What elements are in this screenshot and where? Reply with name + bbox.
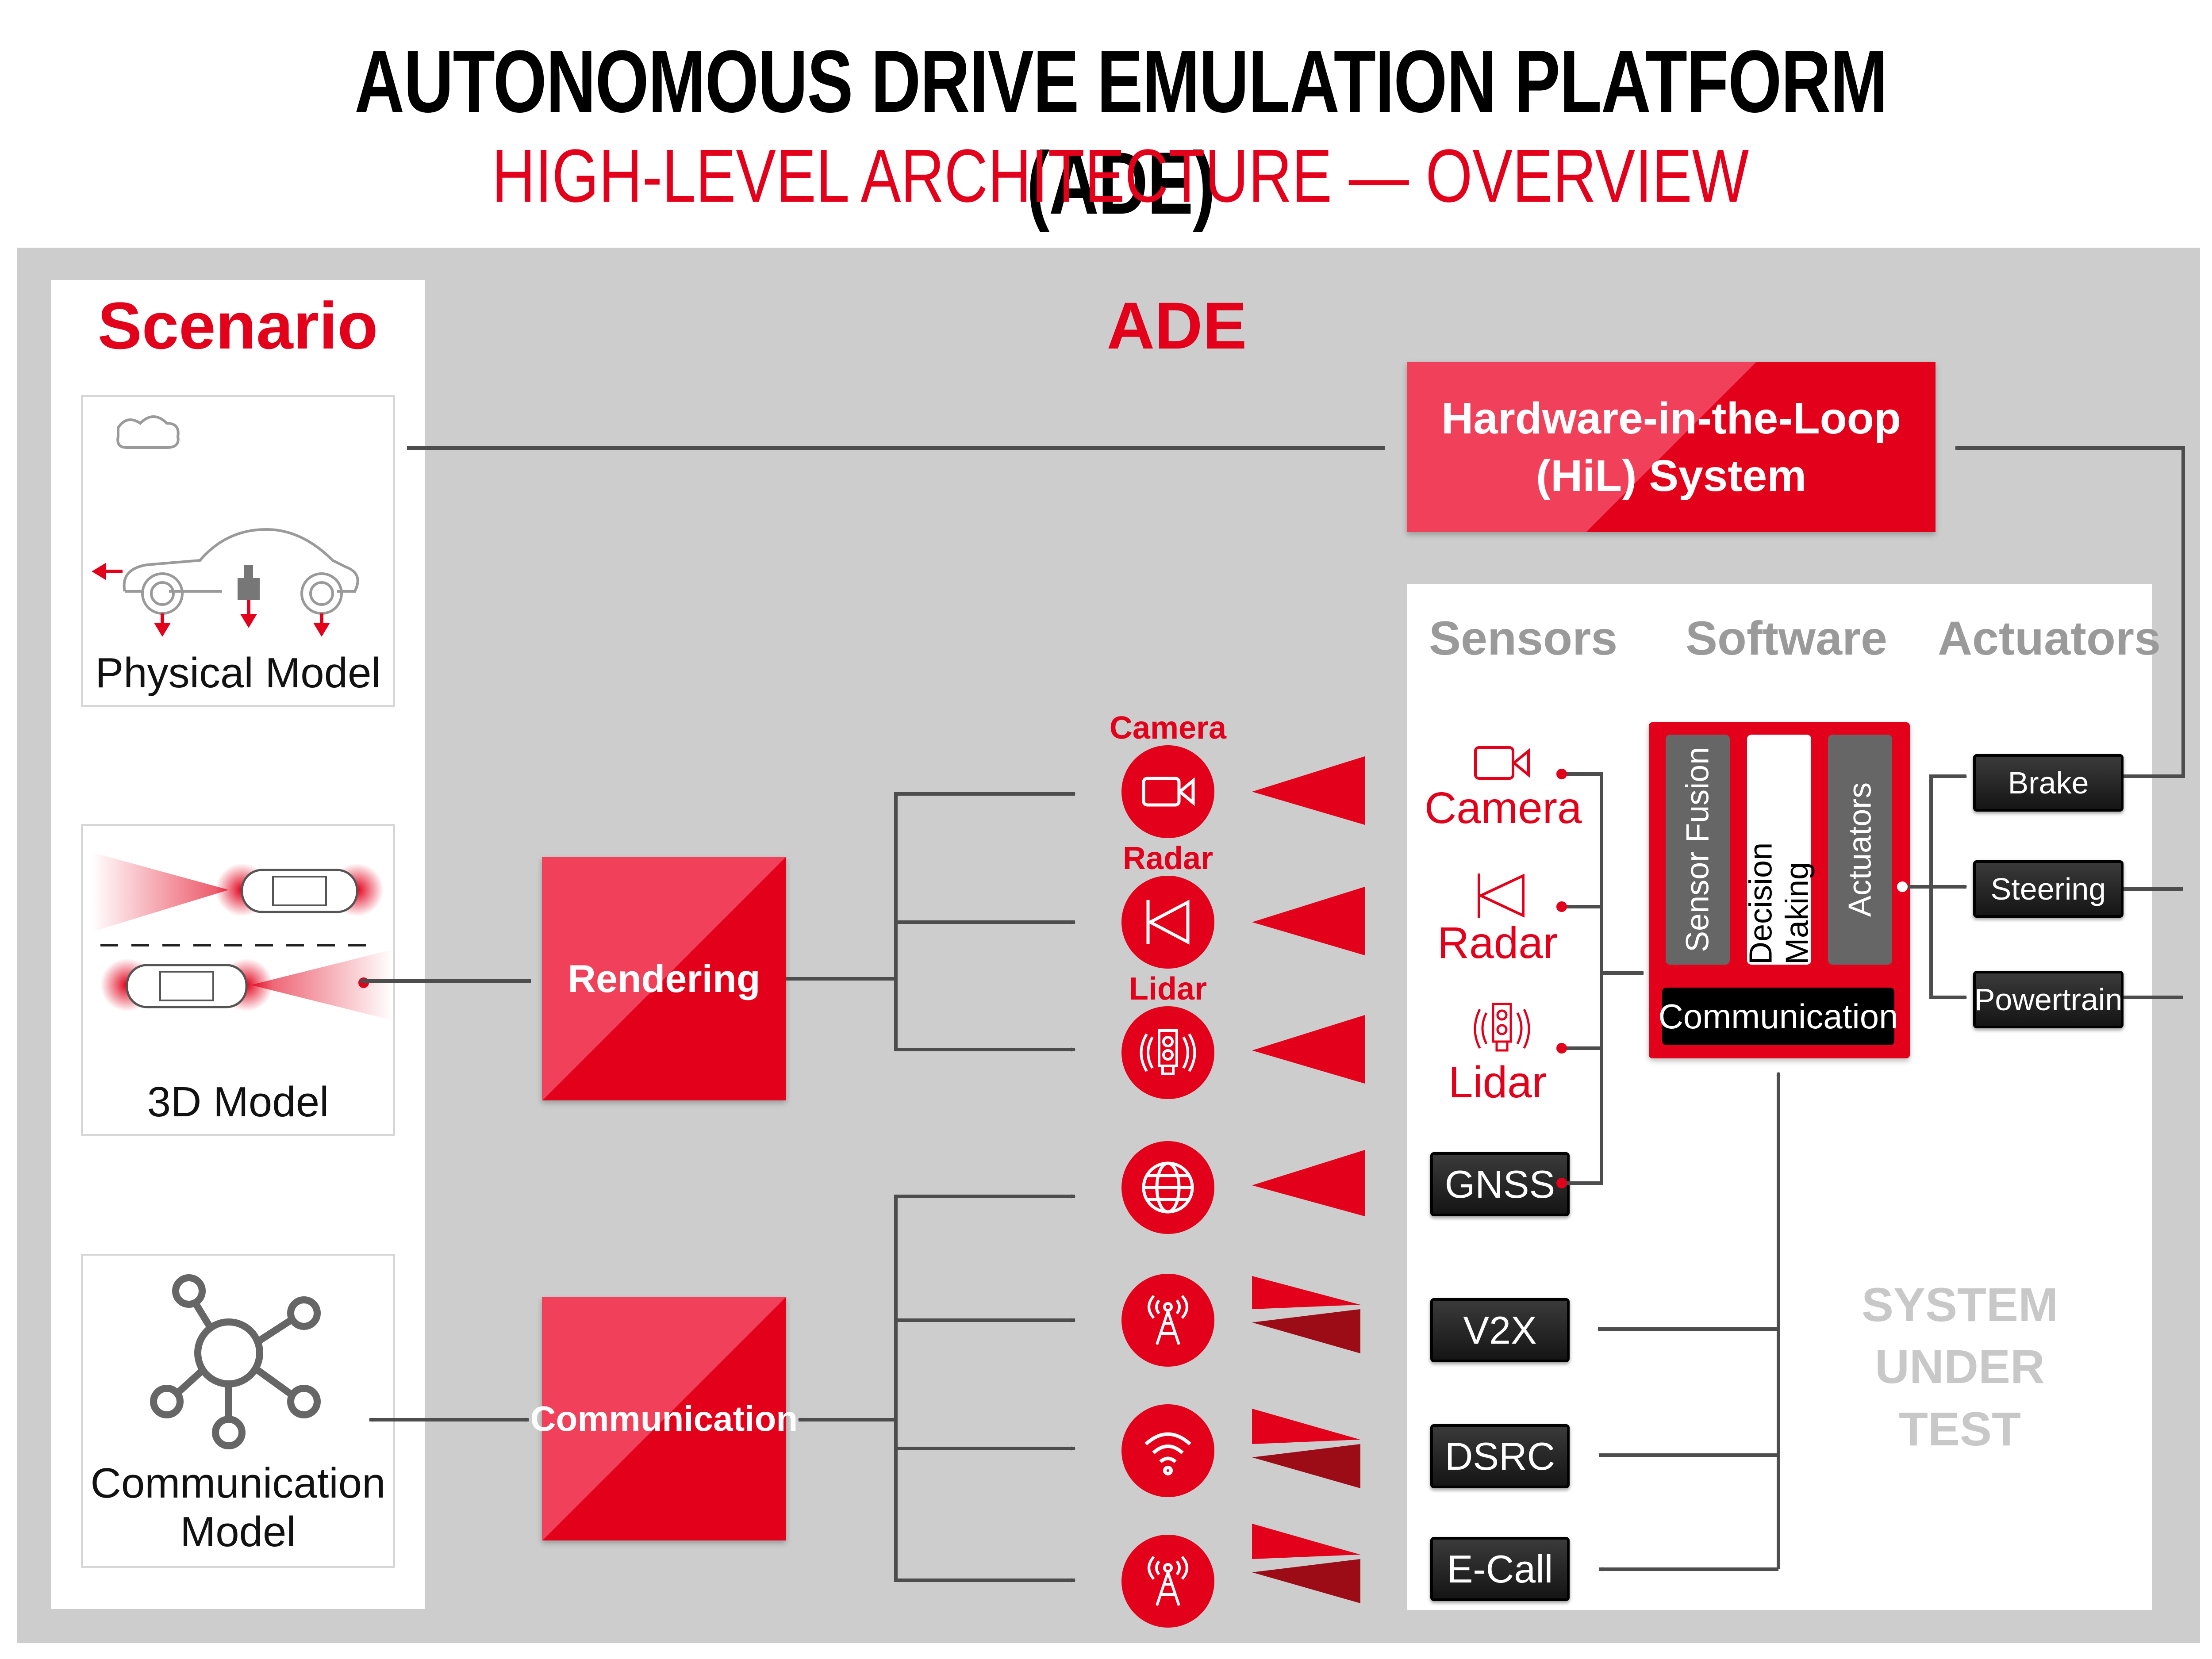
sensors-column-heading: Sensors [1429, 611, 1618, 665]
lidar-icon [1140, 1029, 1196, 1075]
3d-model-card[interactable]: 3D Model [81, 824, 395, 1136]
actuators-block[interactable]: Actuators [1828, 735, 1892, 965]
radar-emulator[interactable] [1121, 876, 1214, 969]
globe-icon [1142, 1161, 1194, 1214]
antenna-icon [1148, 1556, 1188, 1606]
sensor-fusion-block[interactable]: Sensor Fusion [1666, 735, 1730, 965]
decision-making-block[interactable]: Decision Making [1743, 735, 1815, 965]
physical-model-card[interactable]: Physical Model [81, 395, 395, 707]
system-under-test-label: SYSTEM UNDER TEST [1836, 1274, 2084, 1460]
software-column-heading: Software [1686, 611, 1888, 665]
camera-icon [1142, 777, 1195, 807]
sut-lidar-icon [1469, 1000, 1535, 1064]
wifi-icon [1144, 1432, 1191, 1475]
sut-label-line-2: UNDER [1874, 1340, 2045, 1394]
sut-label-line-3: TEST [1898, 1402, 2021, 1456]
v2x-unit[interactable]: V2X [1430, 1298, 1570, 1362]
sut-camera-label: Camera [1425, 783, 1582, 833]
communication-model-label-1: Communication [90, 1460, 386, 1507]
page-subtitle: HIGH-LEVEL ARCHITECTURE — OVERVIEW [492, 134, 1749, 218]
communication-model-label-2: Model [180, 1508, 296, 1556]
software-communication-block[interactable]: Communication [1659, 988, 1898, 1045]
3d-cars-icon [92, 852, 392, 1020]
3d-model-label: 3D Model [147, 1078, 329, 1126]
hil-line-2: (HiL) System [1536, 451, 1807, 501]
radar-emulator-label: Radar [1122, 841, 1214, 876]
network-hub-icon [150, 1274, 321, 1449]
hil-line-1: Hardware-in-the-Loop [1441, 393, 1901, 443]
sut-label-line-1: SYSTEM [1861, 1278, 2058, 1331]
sut-radar-label: Radar [1437, 918, 1558, 968]
scenario-heading: Scenario [97, 288, 378, 363]
rendering-box[interactable]: Rendering [542, 857, 786, 1100]
software-box[interactable]: Sensor Fusion Decision Making Actuators … [1649, 722, 1910, 1058]
camera-emulator[interactable] [1121, 745, 1214, 838]
actuators-column-heading: Actuators [1938, 611, 2161, 665]
car-physics-icon [92, 415, 359, 637]
sut-radar-icon [1475, 871, 1528, 922]
communication-box[interactable]: Communication [530, 1297, 798, 1540]
ecall-unit[interactable]: E-Call [1430, 1537, 1570, 1601]
v2x-emulator[interactable] [1121, 1274, 1214, 1367]
dsrc-unit[interactable]: DSRC [1430, 1424, 1570, 1488]
physical-model-label: Physical Model [95, 649, 381, 697]
hil-system-box[interactable]: Hardware-in-the-Loop (HiL) System [1407, 362, 1936, 532]
steering-actuator[interactable]: Steering [1973, 860, 2124, 918]
lidar-emulator[interactable] [1121, 1006, 1214, 1099]
camera-emulator-label: Camera [1109, 710, 1227, 746]
brake-actuator[interactable]: Brake [1973, 754, 2124, 812]
ade-heading: ADE [1106, 288, 1247, 363]
antenna-icon [1148, 1295, 1188, 1345]
dsrc-emulator[interactable] [1121, 1404, 1214, 1497]
radar-icon [1146, 900, 1190, 945]
gnss-emulator[interactable] [1121, 1141, 1214, 1234]
ecall-emulator[interactable] [1121, 1535, 1214, 1628]
lidar-emulator-label: Lidar [1129, 971, 1207, 1007]
communication-model-card[interactable]: Communication Model [81, 1254, 395, 1568]
sut-lidar-label: Lidar [1448, 1057, 1547, 1107]
sut-camera-icon [1473, 743, 1535, 785]
gnss-unit[interactable]: GNSS [1430, 1152, 1570, 1216]
powertrain-actuator[interactable]: Powertrain [1973, 971, 2124, 1028]
page-title: AUTONOMOUS DRIVE EMULATION PLATFORM (ADE… [354, 32, 1887, 233]
